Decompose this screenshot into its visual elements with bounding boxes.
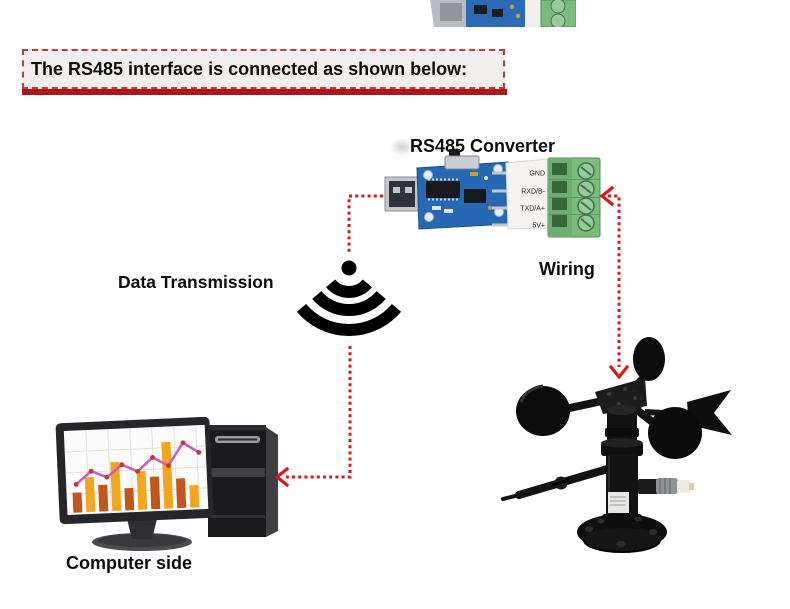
usb-plug: [384, 176, 420, 212]
pin-label-5v: 5V+: [532, 223, 545, 230]
sensor-body: [601, 405, 643, 516]
pin-label-rxd: RXD/B-: [521, 189, 545, 196]
cable-connector: [638, 478, 694, 494]
top-photo-fragment: [430, 0, 576, 27]
computer-side-label: Computer side: [66, 553, 193, 573]
computer-tower: [208, 425, 278, 537]
rs485-converter-label: RS485 Converter: [410, 136, 556, 156]
wind-cup-right: [648, 407, 702, 459]
sensor-rod: [501, 464, 615, 501]
pin-label-txd: TXD/A+: [520, 206, 545, 213]
terminal-block: [547, 157, 601, 238]
monitor-chart-markers: [73, 440, 202, 487]
usb-rs485-converter-illustration: GND RXD/B- TXD/A+ 5V+: [384, 149, 601, 238]
pin-label-strip: GND RXD/B- TXD/A+ 5V+: [505, 158, 549, 230]
monitor: [55, 416, 214, 525]
mode-switch: [444, 149, 480, 170]
sensor-label: [608, 492, 629, 513]
wind-cup-left: [516, 386, 570, 436]
data-transmission-label: Data Transmission: [118, 272, 274, 292]
sensor-base: [577, 514, 667, 553]
wiring-label: Wiring: [539, 259, 595, 279]
anemometer-cups: [516, 337, 702, 459]
wifi-icon: [296, 260, 402, 336]
title-banner: The RS485 interface is connected as show…: [22, 49, 505, 89]
monitor-chart-bars: [72, 441, 200, 513]
computer-illustration: [55, 416, 278, 551]
banner-underline: [22, 89, 507, 95]
pin-label-gnd: GND: [529, 171, 545, 178]
title-banner-text: The RS485 interface is connected as show…: [31, 58, 468, 79]
wind-sensor-illustration: [501, 337, 732, 553]
dashed-connector-wifi-to-computer: [286, 346, 352, 479]
wind-cup-top: [633, 337, 665, 381]
watermark-smudge: [389, 138, 415, 156]
